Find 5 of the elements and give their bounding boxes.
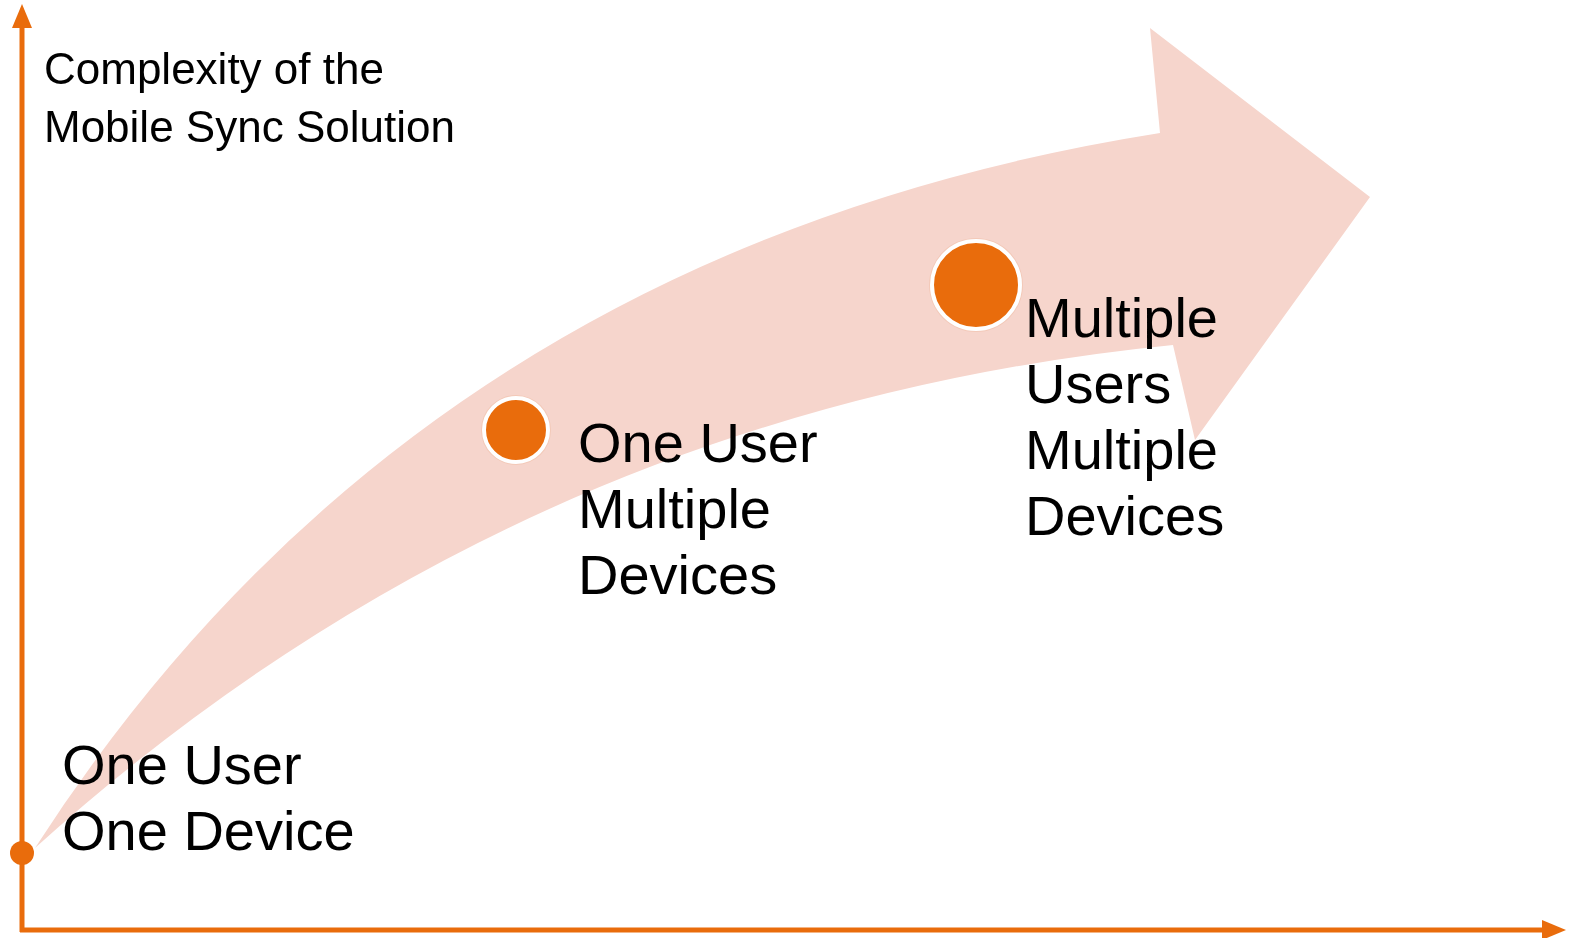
milestone-label: One User One Device xyxy=(62,732,356,864)
axis-label: Complexity of the Mobile Sync Solution xyxy=(44,43,456,153)
milestone-label: One User Multiple Devices xyxy=(578,410,819,608)
milestone-dot xyxy=(10,841,34,865)
milestone-label: Multiple Users Multiple Devices xyxy=(1025,285,1226,549)
